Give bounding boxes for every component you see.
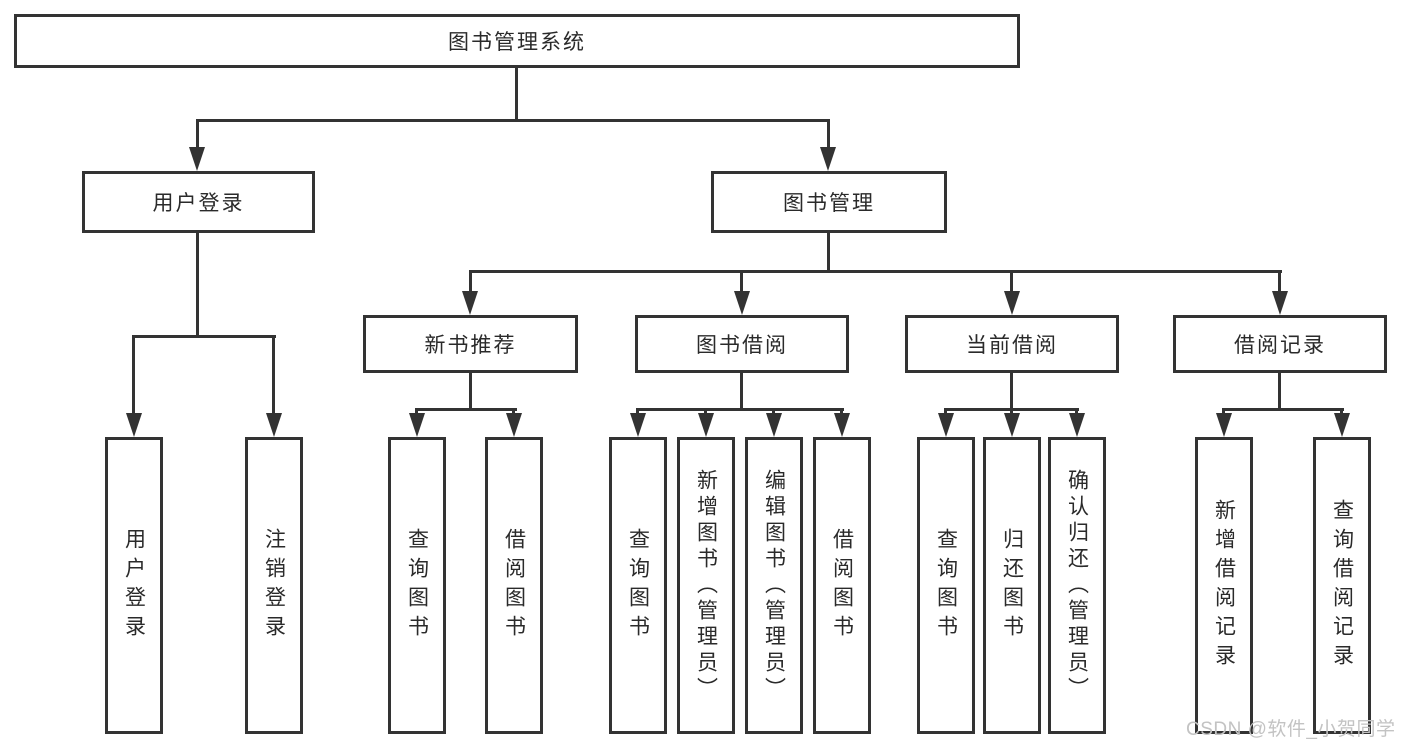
node-book-management: 图书管理 <box>711 171 947 233</box>
connector-stub <box>1075 408 1078 416</box>
node-borrowing-records: 借阅记录 <box>1173 315 1387 373</box>
arrowhead-down-icon <box>1334 413 1350 437</box>
connector-to-leaf-user-login <box>132 335 135 417</box>
connector-stub <box>1010 408 1013 416</box>
connector-to-current-borrowing <box>1010 270 1013 294</box>
node-label: 查询图书 <box>934 527 958 644</box>
node-leaf-user-login: 用户登录 <box>105 437 163 734</box>
node-label: 确认归还（管理员） <box>1065 468 1089 703</box>
connector-records-stem <box>1278 373 1281 410</box>
connector-root-hline <box>196 119 830 122</box>
connector-to-borrowing-records <box>1278 270 1281 294</box>
node-label: 注销登录 <box>262 527 286 644</box>
node-library-management-system: 图书管理系统 <box>14 14 1020 68</box>
node-leaf-return-books: 归还图书 <box>983 437 1041 734</box>
connector-stub <box>415 408 418 416</box>
node-current-borrowing: 当前借阅 <box>905 315 1119 373</box>
node-label: 用户登录 <box>122 527 146 644</box>
connector-stub <box>1340 408 1343 416</box>
arrowhead-down-icon <box>1004 413 1020 437</box>
node-leaf-borrow-books: 借阅图书 <box>813 437 871 734</box>
csdn-watermark: CSDN @软件_小贺同学 <box>1186 719 1396 740</box>
node-leaf-query-books-current: 查询图书 <box>917 437 975 734</box>
node-leaf-borrow-books-recommend: 借阅图书 <box>485 437 543 734</box>
arrowhead-down-icon <box>630 413 646 437</box>
connector-stub <box>704 408 707 416</box>
connector-root-stem <box>515 68 518 121</box>
node-new-book-recommend: 新书推荐 <box>363 315 578 373</box>
connector-borrowing-stem <box>740 373 743 410</box>
connector-stub <box>772 408 775 416</box>
connector-borrowing-hline <box>636 408 844 411</box>
connector-to-book-borrowing <box>740 270 743 294</box>
connector-to-user-login <box>196 119 199 151</box>
node-label: 查询借阅记录 <box>1330 498 1354 673</box>
arrowhead-down-icon <box>126 413 142 437</box>
node-label: 图书管理 <box>783 192 875 215</box>
node-label: 归还图书 <box>1000 527 1024 644</box>
connector-stub <box>512 408 515 416</box>
node-label: 用户登录 <box>152 192 245 215</box>
connector-userlogin-stem <box>196 233 199 337</box>
arrowhead-down-icon <box>734 291 750 315</box>
node-leaf-query-books-recommend: 查询图书 <box>388 437 446 734</box>
node-leaf-query-books-borrowing: 查询图书 <box>609 437 667 734</box>
connector-to-leaf-logout <box>272 335 275 417</box>
node-label: 编辑图书（管理员） <box>762 468 786 703</box>
node-label: 图书借阅 <box>696 334 788 357</box>
arrowhead-down-icon <box>1272 291 1288 315</box>
node-leaf-edit-books-admin: 编辑图书（管理员） <box>745 437 803 734</box>
node-label: 图书管理系统 <box>448 31 586 54</box>
connector-stub <box>636 408 639 416</box>
arrowhead-down-icon <box>462 291 478 315</box>
node-label: 新增图书（管理员） <box>694 468 718 703</box>
connector-to-new-book <box>469 270 472 294</box>
node-leaf-confirm-return-admin: 确认归还（管理员） <box>1048 437 1106 734</box>
arrowhead-down-icon <box>1004 291 1020 315</box>
connector-stub <box>1222 408 1225 416</box>
arrowhead-down-icon <box>820 147 836 171</box>
node-label: 查询图书 <box>405 527 429 644</box>
node-leaf-logout: 注销登录 <box>245 437 303 734</box>
arrowhead-down-icon <box>266 413 282 437</box>
connector-userlogin-hline <box>132 335 276 338</box>
arrowhead-down-icon <box>766 413 782 437</box>
arrowhead-down-icon <box>1069 413 1085 437</box>
connector-records-hline <box>1222 408 1344 411</box>
node-leaf-query-borrow-record: 查询借阅记录 <box>1313 437 1371 734</box>
node-label: 借阅图书 <box>502 527 526 644</box>
connector-newbook-stem <box>469 373 472 410</box>
connector-current-stem <box>1010 373 1013 410</box>
node-user-login: 用户登录 <box>82 171 315 233</box>
node-label: 当前借阅 <box>966 334 1058 357</box>
node-book-borrowing: 图书借阅 <box>635 315 849 373</box>
node-label: 新增借阅记录 <box>1212 498 1236 673</box>
node-leaf-add-borrow-record: 新增借阅记录 <box>1195 437 1253 734</box>
node-label: 借阅记录 <box>1234 334 1326 357</box>
connector-bookmgmt-stem <box>827 233 830 273</box>
arrowhead-down-icon <box>834 413 850 437</box>
arrowhead-down-icon <box>409 413 425 437</box>
arrowhead-down-icon <box>938 413 954 437</box>
connector-to-book-management <box>827 119 830 151</box>
arrowhead-down-icon <box>1216 413 1232 437</box>
node-label: 借阅图书 <box>830 527 854 644</box>
node-leaf-add-books-admin: 新增图书（管理员） <box>677 437 735 734</box>
arrowhead-down-icon <box>506 413 522 437</box>
arrowhead-down-icon <box>189 147 205 171</box>
connector-newbook-hline <box>416 408 517 411</box>
arrowhead-down-icon <box>698 413 714 437</box>
connector-stub <box>944 408 947 416</box>
connector-stub <box>840 408 843 416</box>
node-label: 查询图书 <box>626 527 650 644</box>
connector-bookmgmt-hline <box>469 270 1282 273</box>
node-label: 新书推荐 <box>424 334 517 357</box>
